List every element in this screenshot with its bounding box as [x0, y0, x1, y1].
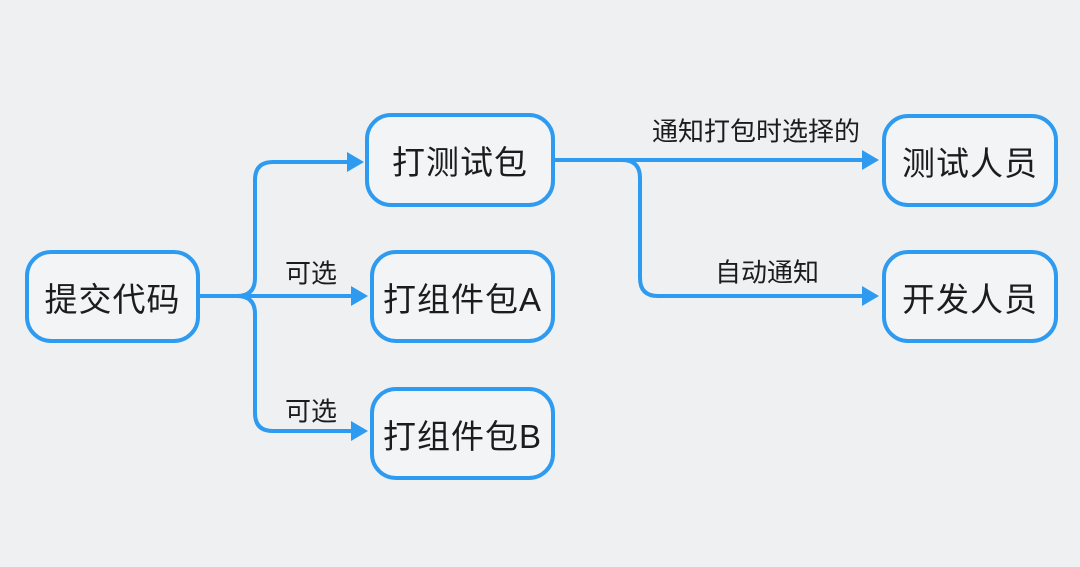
- node-build-component-package-b-label: 打组件包B: [382, 417, 542, 455]
- edge-submit-to-compb: [200, 294, 352, 433]
- node-testers: 测试人员: [882, 114, 1058, 207]
- edge-label-auto-notify: 自动通知: [714, 257, 820, 288]
- node-build-test-package-label: 打测试包: [392, 144, 528, 181]
- arrowhead-icon-compb: [351, 421, 368, 441]
- node-build-test-package: 打测试包: [365, 113, 555, 207]
- arrowhead-icon-testpkg: [347, 152, 364, 172]
- node-build-component-package-b: 打组件包B: [370, 387, 555, 480]
- arrowhead-icon-testers: [862, 150, 879, 170]
- node-submit-code-label: 提交代码: [44, 280, 181, 318]
- arrowhead-icon-compa: [351, 286, 368, 306]
- edge-testpkg-to-devs: [555, 158, 863, 298]
- arrowhead-icon-devs: [862, 286, 879, 306]
- node-developers-label: 开发人员: [902, 280, 1038, 318]
- edge-label-notify-selected: 通知打包时选择的: [651, 116, 861, 147]
- edge-label-optional-a: 可选: [284, 258, 338, 289]
- node-build-component-package-a-label: 打组件包A: [382, 280, 542, 318]
- node-testers-label: 测试人员: [902, 144, 1038, 182]
- edge-label-optional-b: 可选: [284, 396, 338, 427]
- node-developers: 开发人员: [882, 250, 1058, 343]
- node-build-component-package-a: 打组件包A: [370, 250, 555, 343]
- node-submit-code: 提交代码: [25, 250, 200, 343]
